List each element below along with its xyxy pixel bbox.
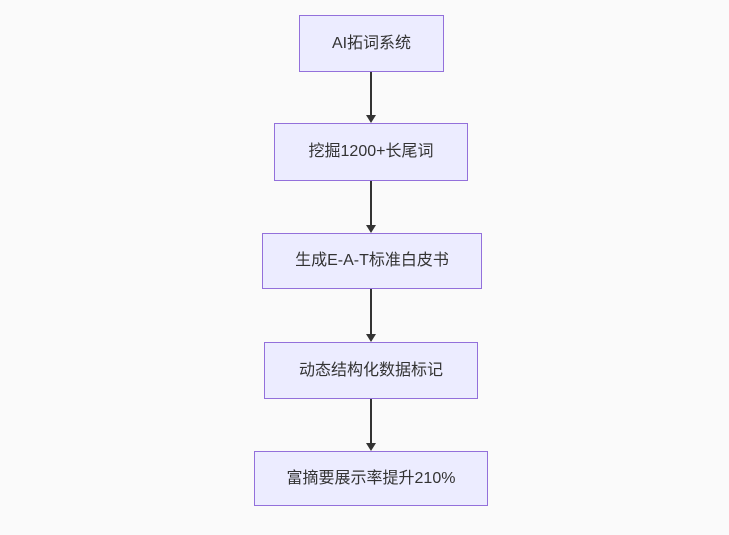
flow-node-eat-whitepaper: 生成E-A-T标准白皮书	[262, 233, 482, 289]
flow-node-label: AI拓词系统	[331, 34, 412, 52]
edge-line	[370, 72, 372, 117]
edge-line	[370, 399, 372, 445]
arrowhead-down-icon	[366, 225, 376, 233]
flow-node-label: 生成E-A-T标准白皮书	[295, 252, 449, 269]
flow-node-structured-data-markup: 动态结构化数据标记	[264, 342, 478, 399]
flow-node-longtail-mining: 挖掘1200+长尾词	[274, 123, 468, 181]
edge-line	[370, 289, 372, 336]
flow-node-rich-snippet-result: 富摘要展示率提升210%	[254, 451, 488, 506]
edge-line	[370, 181, 372, 227]
flow-node-label: 富摘要展示率提升210%	[286, 469, 456, 487]
flow-node-ai-keyword-system: AI拓词系统	[299, 15, 444, 72]
flow-edge-2	[366, 181, 376, 233]
flow-node-label: 挖掘1200+长尾词	[308, 143, 434, 160]
flow-edge-3	[366, 289, 376, 342]
flow-node-label: 动态结构化数据标记	[298, 361, 443, 379]
arrowhead-down-icon	[366, 334, 376, 342]
flow-edge-4	[366, 399, 376, 451]
arrowhead-down-icon	[366, 443, 376, 451]
flow-edge-1	[366, 72, 376, 123]
arrowhead-down-icon	[366, 115, 376, 123]
